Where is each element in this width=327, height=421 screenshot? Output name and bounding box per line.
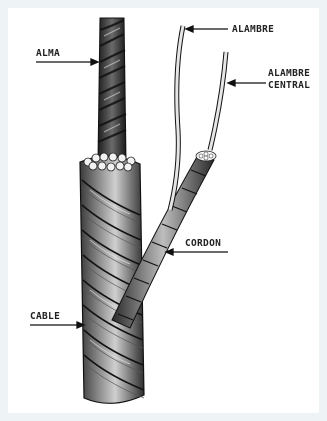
alambre-central-wire (210, 52, 226, 150)
label-cordon: CORDON (185, 238, 221, 249)
label-alambre-central-line1: ALAMBRE (268, 68, 310, 79)
alambre-central-arrow-icon (228, 80, 235, 86)
label-alambre-central-line2: CENTRAL (268, 80, 310, 91)
alambre-arrow-icon (186, 26, 193, 32)
alma-arrow-icon (91, 59, 98, 65)
alambre-wire (170, 26, 183, 210)
label-alma: ALMA (36, 48, 60, 59)
alma-core (98, 18, 126, 160)
label-cable: CABLE (30, 311, 60, 322)
label-alambre: ALAMBRE (232, 24, 274, 35)
